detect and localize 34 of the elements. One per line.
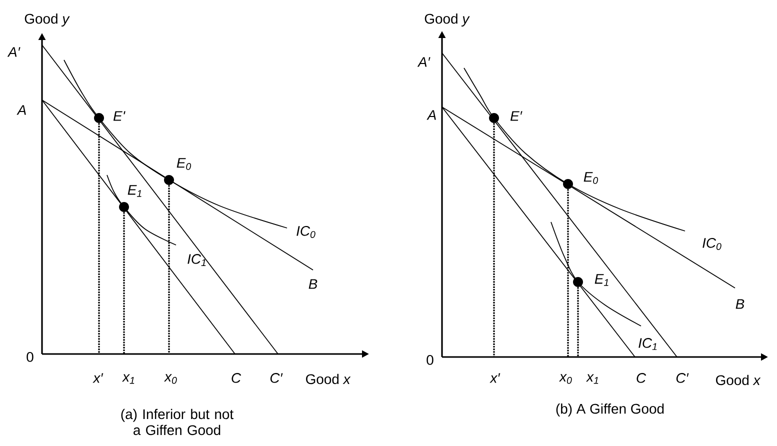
tick-label: C	[232, 373, 242, 383]
axis-label: Good y	[24, 14, 70, 26]
point-label: E$_{1}$	[128, 185, 142, 197]
axis-label: Good y	[424, 14, 470, 26]
tick-label: x$_{0}$	[559, 374, 572, 384]
tick-label: C′	[676, 373, 689, 383]
curve-label: IC$_{0}$	[702, 238, 722, 250]
tick-label: x′	[490, 373, 500, 383]
point-label: A	[16, 105, 26, 115]
point-label: E′	[510, 111, 522, 121]
caption: (a) Inferior but not a Giffen Good	[121, 408, 234, 436]
point-label: E$_{1}$	[594, 274, 608, 286]
axis-label: Good x	[716, 374, 761, 386]
tick-label: 0	[426, 355, 434, 365]
point-label: B	[308, 279, 318, 289]
tick-label: 0	[26, 352, 34, 362]
point-label: A	[426, 110, 436, 120]
axis-label: Good x	[306, 374, 351, 384]
point-label: E$_{0}$	[584, 172, 598, 184]
point-label: E$_{0}$	[176, 158, 192, 170]
tick-label: C	[636, 373, 646, 383]
tick-label: C′	[270, 373, 283, 383]
curve-label: IC$_{1}$	[638, 338, 657, 350]
tick-label: x$_{1}$	[586, 374, 598, 384]
caption: (b) A Giffen Good	[556, 404, 664, 416]
curve-label: IC$_{1}$	[188, 254, 206, 266]
curve-label: IC$_{0}$	[296, 226, 316, 238]
point-label: A′	[417, 57, 430, 67]
point-label: B	[736, 299, 744, 309]
tick-label: x$_{1}$	[122, 374, 134, 384]
point-label: E'	[113, 111, 126, 121]
point-label: A′	[7, 47, 20, 57]
tick-label: x′	[92, 373, 104, 383]
tick-label: x$_{0}$	[164, 374, 177, 384]
